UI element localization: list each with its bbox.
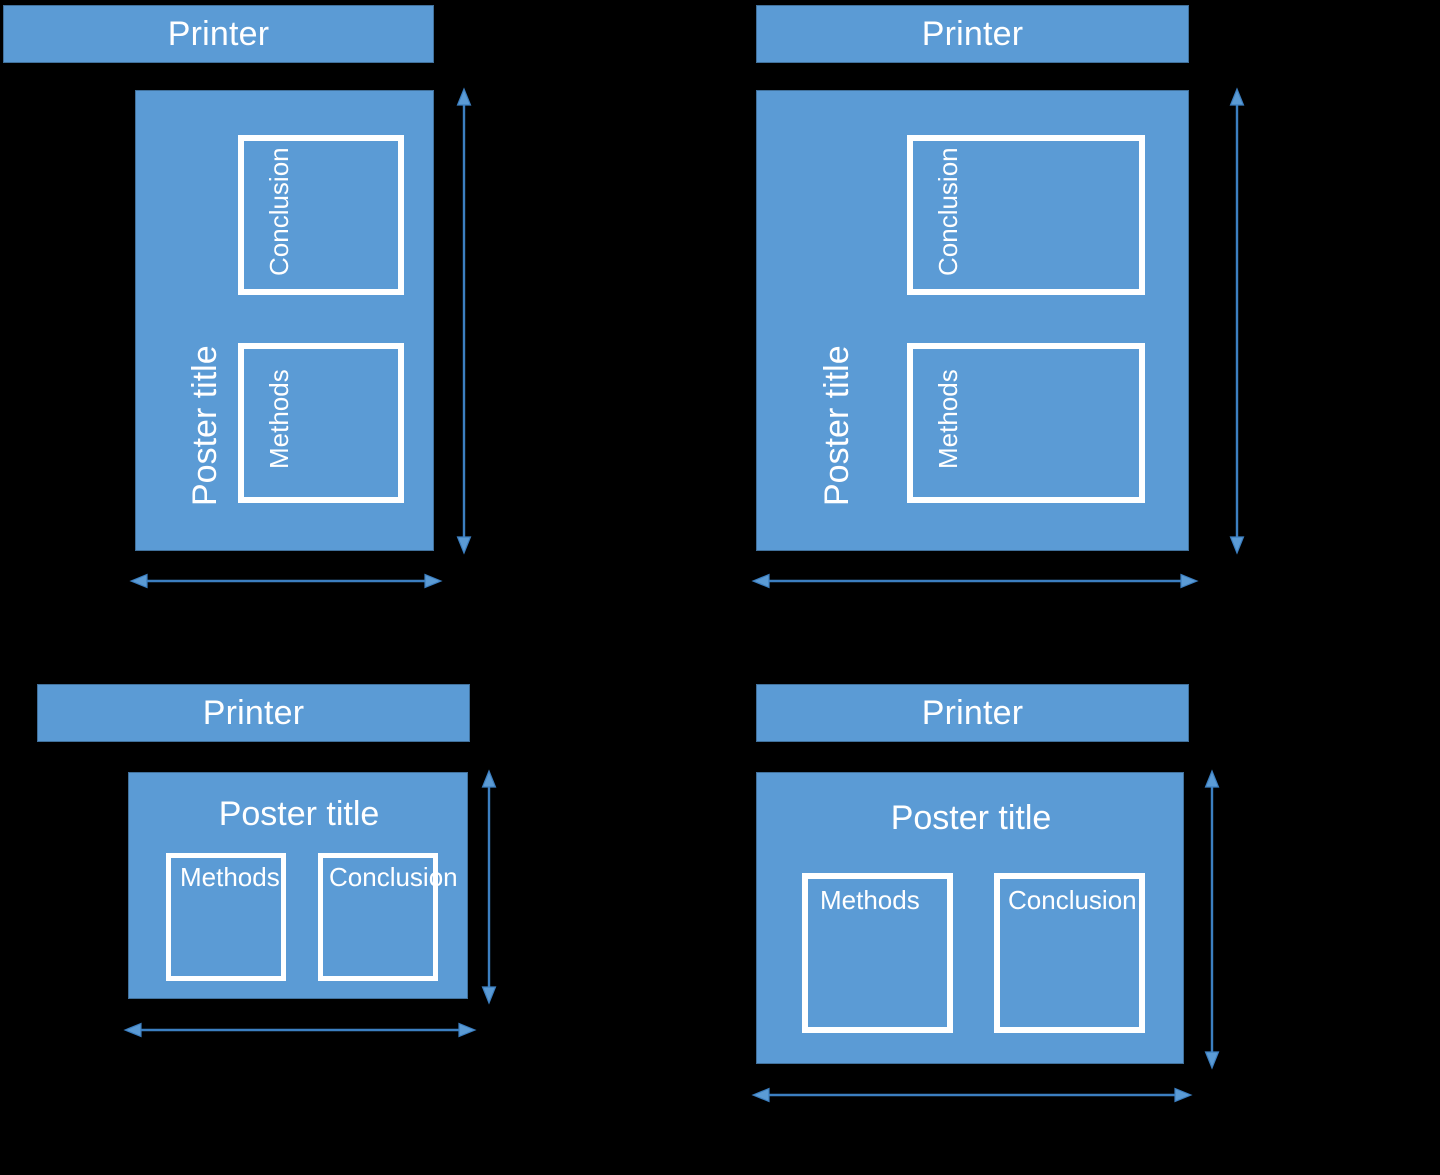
section-box-methods: Methods	[238, 343, 404, 503]
poster-bottom-left: Poster title Methods Conclusion	[128, 772, 468, 999]
printer-bar-top-right: Printer	[756, 5, 1189, 63]
section-box-conclusion: Conclusion	[907, 135, 1145, 295]
poster-title: Poster title	[218, 795, 380, 833]
section-label-conclusion: Conclusion	[264, 147, 294, 276]
poster-title: Poster title	[890, 799, 1052, 837]
poster-title: Poster title	[818, 345, 856, 506]
section-box-methods: Methods	[907, 343, 1145, 503]
section-label-methods: Methods	[180, 862, 280, 892]
width-arrow-top-right	[751, 573, 1199, 589]
section-label-methods: Methods	[264, 369, 294, 469]
height-arrow-top-left	[456, 87, 472, 555]
section-box-methods: Methods	[166, 853, 286, 981]
printer-label: Printer	[921, 15, 1024, 53]
poster-top-right: Poster title Conclusion Methods	[756, 90, 1189, 551]
poster-title: Poster title	[186, 345, 224, 506]
height-arrow-top-right	[1229, 87, 1245, 555]
printer-label: Printer	[202, 694, 305, 732]
section-box-conclusion: Conclusion	[238, 135, 404, 295]
width-arrow-bottom-right	[751, 1087, 1193, 1103]
printer-label: Printer	[167, 15, 270, 53]
height-arrow-bottom-right	[1204, 769, 1220, 1070]
poster-top-left: Poster title Conclusion Methods	[135, 90, 434, 551]
printer-bar-bottom-left: Printer	[37, 684, 470, 742]
printer-label: Printer	[921, 694, 1024, 732]
section-box-conclusion: Conclusion	[994, 873, 1145, 1033]
printer-bar-top-left: Printer	[3, 5, 434, 63]
section-label-conclusion: Conclusion	[329, 862, 458, 892]
width-arrow-bottom-left	[123, 1022, 477, 1038]
section-label-conclusion: Conclusion	[933, 147, 963, 276]
poster-bottom-right: Poster title Methods Conclusion	[756, 772, 1184, 1064]
section-label-methods: Methods	[933, 369, 963, 469]
width-arrow-top-left	[129, 573, 443, 589]
printer-bar-bottom-right: Printer	[756, 684, 1189, 742]
section-label-conclusion: Conclusion	[1008, 885, 1137, 915]
section-box-conclusion: Conclusion	[318, 853, 458, 981]
section-box-methods: Methods	[802, 873, 953, 1033]
section-label-methods: Methods	[820, 885, 920, 915]
height-arrow-bottom-left	[481, 769, 497, 1005]
